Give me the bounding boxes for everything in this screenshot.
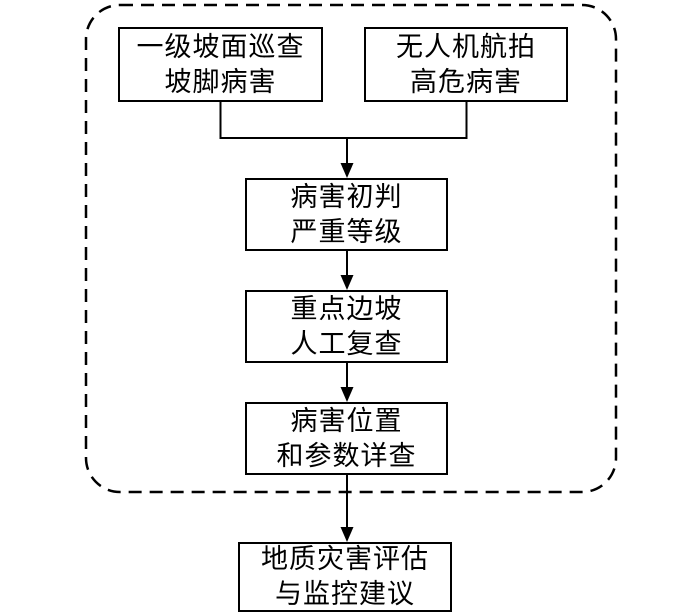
flow-node-recheck: 重点边坡 人工复查 [245, 290, 448, 363]
flow-node-recheck-line2: 人工复查 [290, 328, 403, 359]
flow-node-detail-line1: 病害位置 [290, 405, 403, 436]
flow-node-assessment-line2: 与监控建议 [275, 579, 415, 609]
flow-node-severity-line2: 严重等级 [290, 216, 403, 247]
dashed-group-boundary [84, 3, 618, 494]
flow-node-patrol-line2: 坡脚病害 [164, 66, 277, 97]
flow-node-patrol-line1: 一级坡面巡查 [136, 31, 305, 62]
flow-node-recheck-line1: 重点边坡 [290, 293, 403, 324]
flow-node-assessment-line1: 地质灾害评估 [261, 544, 429, 574]
flow-node-detail-line2: 和参数详查 [276, 440, 417, 471]
flow-node-patrol: 一级坡面巡查 坡脚病害 [118, 27, 323, 102]
flow-node-severity: 病害初判 严重等级 [245, 178, 448, 251]
flow-node-severity-line1: 病害初判 [290, 181, 403, 212]
arrowhead-assessment [340, 527, 354, 542]
flow-node-uav-line2: 高危病害 [410, 66, 522, 97]
arrowhead-detail [340, 387, 354, 402]
flow-node-assessment: 地质灾害评估 与监控建议 [238, 542, 452, 612]
flow-node-uav-line1: 无人机航拍 [396, 31, 536, 62]
flow-node-uav: 无人机航拍 高危病害 [364, 27, 568, 102]
arrowhead-recheck [340, 275, 354, 290]
flow-node-detail: 病害位置 和参数详查 [245, 402, 448, 475]
arrowhead-severity [340, 163, 354, 178]
